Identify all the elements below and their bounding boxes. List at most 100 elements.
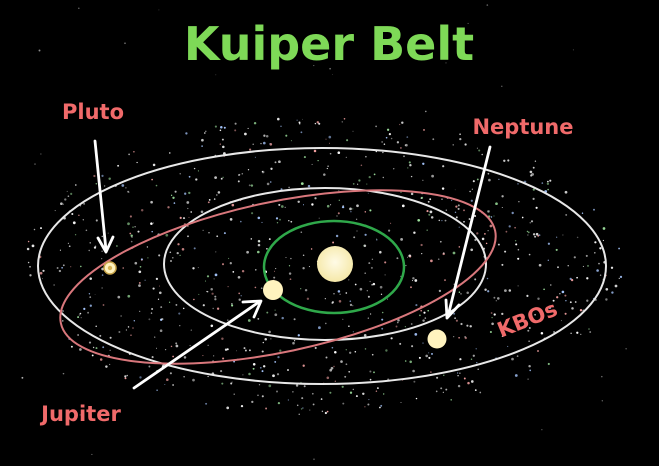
kbo-dot	[348, 325, 350, 328]
kbo-dot	[501, 195, 504, 198]
kbo-dot	[463, 209, 465, 212]
kbo-dot	[326, 376, 330, 380]
kbo-dot	[329, 391, 332, 394]
kbo-dot	[101, 258, 103, 260]
kbo-dot	[101, 274, 104, 276]
kbo-dot	[124, 375, 127, 378]
kbo-dot	[219, 129, 222, 132]
kbo-dot	[456, 372, 459, 374]
kbo-dot	[107, 232, 109, 234]
kbo-dot	[234, 122, 237, 125]
kbo-dot	[375, 390, 378, 392]
kbo-dot	[538, 234, 541, 237]
kbo-dot	[198, 293, 200, 295]
kbo-dot	[257, 216, 261, 220]
kbo-dot	[262, 365, 266, 368]
kbo-dot	[192, 378, 195, 382]
kbo-dot	[386, 128, 390, 131]
kbo-dot	[410, 286, 412, 289]
kbo-dot	[302, 204, 305, 206]
kbo-dot	[396, 141, 400, 144]
kbo-dot	[414, 279, 418, 282]
kbo-dot	[431, 352, 433, 355]
kbo-dot	[427, 200, 430, 203]
kbo-dot	[425, 354, 429, 358]
kbo-dot	[352, 331, 354, 333]
kbo-dot	[210, 324, 214, 328]
kbo-dot	[369, 209, 372, 212]
kbo-dot	[175, 344, 179, 348]
kbo-dot	[127, 222, 130, 226]
kbo-dot	[452, 144, 454, 146]
background-star	[231, 381, 233, 383]
kbo-dot	[222, 176, 224, 179]
kbo-dot	[91, 354, 94, 357]
kbo-dot	[275, 217, 279, 220]
kbo-dot	[252, 143, 254, 146]
kbo-dot	[333, 365, 335, 368]
kbo-dot	[530, 220, 534, 223]
kbo-dot	[210, 288, 213, 291]
kbo-dot	[582, 265, 584, 267]
kbo-dot	[505, 230, 508, 233]
background-star	[601, 375, 603, 378]
kbo-dot	[474, 214, 477, 218]
kbo-dot	[528, 326, 531, 330]
kbo-dot	[585, 254, 588, 257]
kbo-dot	[457, 207, 460, 210]
kbo-dot	[586, 299, 589, 302]
pluto-planet-core	[107, 265, 113, 271]
kbo-dot	[266, 311, 269, 314]
kbo-dot	[381, 327, 384, 330]
kbo-dot	[403, 155, 405, 158]
kbo-dot	[108, 177, 111, 180]
kbo-dot	[460, 293, 462, 295]
kbo-dot	[352, 183, 355, 185]
kbo-dot	[349, 207, 352, 211]
kbo-dot	[133, 320, 135, 322]
kbo-dot	[313, 149, 317, 153]
background-star	[331, 302, 334, 304]
kbo-dot	[301, 397, 304, 400]
kbo-dot	[278, 160, 281, 164]
kbo-dot	[428, 356, 431, 359]
kbo-dot	[352, 388, 354, 391]
kbo-dot	[179, 173, 181, 175]
kbo-dot	[295, 384, 299, 387]
kbo-dot	[40, 227, 42, 230]
kbo-dot	[570, 278, 574, 282]
background-star	[41, 278, 43, 280]
kbo-dot	[148, 365, 151, 368]
kbo-dot	[534, 160, 537, 162]
kbo-dot	[329, 152, 332, 155]
kbo-dot	[296, 404, 299, 407]
kbo-dot	[179, 216, 182, 219]
kbo-dot	[529, 222, 531, 224]
kbo-dot	[557, 266, 559, 269]
kbo-dot	[127, 326, 130, 328]
kbo-dot	[450, 199, 453, 202]
kbo-dot	[404, 326, 406, 328]
kbo-dot	[393, 168, 395, 170]
kbo-dot	[89, 304, 92, 307]
kbo-dot	[223, 126, 226, 129]
kbo-dot	[279, 349, 282, 352]
kbo-dot	[400, 191, 402, 193]
kbo-dot	[547, 259, 549, 261]
kbo-dot	[380, 404, 383, 407]
kbo-dot	[139, 376, 142, 379]
kbo-dot	[318, 122, 321, 125]
kbo-dot	[431, 174, 434, 178]
kbo-dot	[303, 385, 306, 388]
kbo-dot	[602, 227, 606, 230]
kbo-dot	[181, 248, 185, 251]
kbo-dot	[356, 230, 358, 232]
kbo-dot	[337, 290, 341, 293]
kbo-dot	[214, 295, 217, 298]
kbo-dot	[78, 214, 80, 216]
kbo-dot	[80, 265, 82, 268]
kbo-dot	[364, 211, 367, 213]
kbo-dot	[508, 289, 512, 292]
kbo-dot	[396, 257, 399, 260]
kbo-dot	[244, 132, 247, 136]
